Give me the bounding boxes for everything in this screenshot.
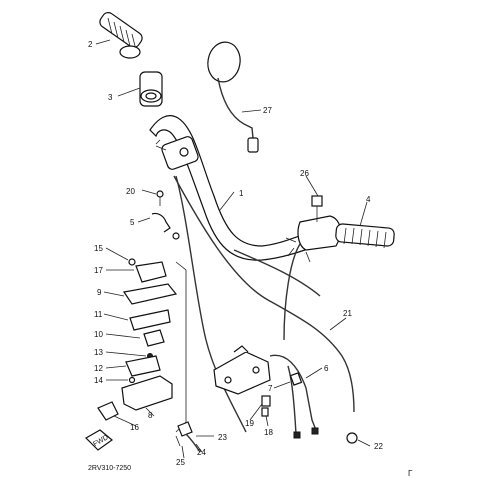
callout-19: 19 — [245, 419, 254, 428]
callout-12: 12 — [94, 364, 103, 373]
callout-1: 1 — [239, 189, 244, 198]
left-grip — [99, 12, 143, 59]
callout-26: 26 — [300, 169, 309, 178]
lower-fittings — [175, 354, 358, 453]
callout-13: 13 — [94, 348, 103, 357]
left-clamp — [155, 136, 199, 170]
corner-mark: Γ — [408, 469, 413, 478]
fwd-arrow-icon: FWD — [85, 429, 113, 451]
callout-21: 21 — [343, 309, 352, 318]
right-grip-assembly — [285, 195, 395, 263]
callout-22: 22 — [374, 442, 383, 451]
left-switch-exploded — [97, 258, 187, 433]
callout-23: 23 — [218, 433, 227, 442]
callout-7: 7 — [268, 384, 273, 393]
callout-8: 8 — [148, 411, 153, 420]
callout-17: 17 — [94, 266, 103, 275]
cables — [173, 175, 355, 433]
callout-3: 3 — [108, 93, 113, 102]
callout-10: 10 — [94, 330, 103, 339]
callout-numbers: 1 2 3 4 5 6 7 8 9 10 11 12 13 14 15 16 1… — [88, 40, 383, 467]
callout-18: 18 — [264, 428, 273, 437]
callout-2: 2 — [88, 40, 93, 49]
throttle-grip — [139, 71, 163, 107]
mirror — [207, 41, 259, 153]
callout-20: 20 — [126, 187, 135, 196]
cable-junction — [213, 345, 271, 395]
callout-15: 15 — [94, 244, 103, 253]
callout-16: 16 — [130, 423, 139, 432]
callout-27: 27 — [263, 106, 272, 115]
leader-lines — [95, 39, 371, 459]
cable-end-parts — [151, 190, 180, 240]
callout-14: 14 — [94, 376, 103, 385]
callout-24: 24 — [197, 448, 206, 457]
callout-11: 11 — [94, 310, 103, 319]
callout-4: 4 — [366, 195, 371, 204]
callout-6: 6 — [324, 364, 329, 373]
diagram-code: 2RV310-7250 — [88, 465, 131, 472]
callout-9: 9 — [97, 288, 102, 297]
callout-25: 25 — [176, 458, 185, 467]
callout-5: 5 — [130, 218, 135, 227]
